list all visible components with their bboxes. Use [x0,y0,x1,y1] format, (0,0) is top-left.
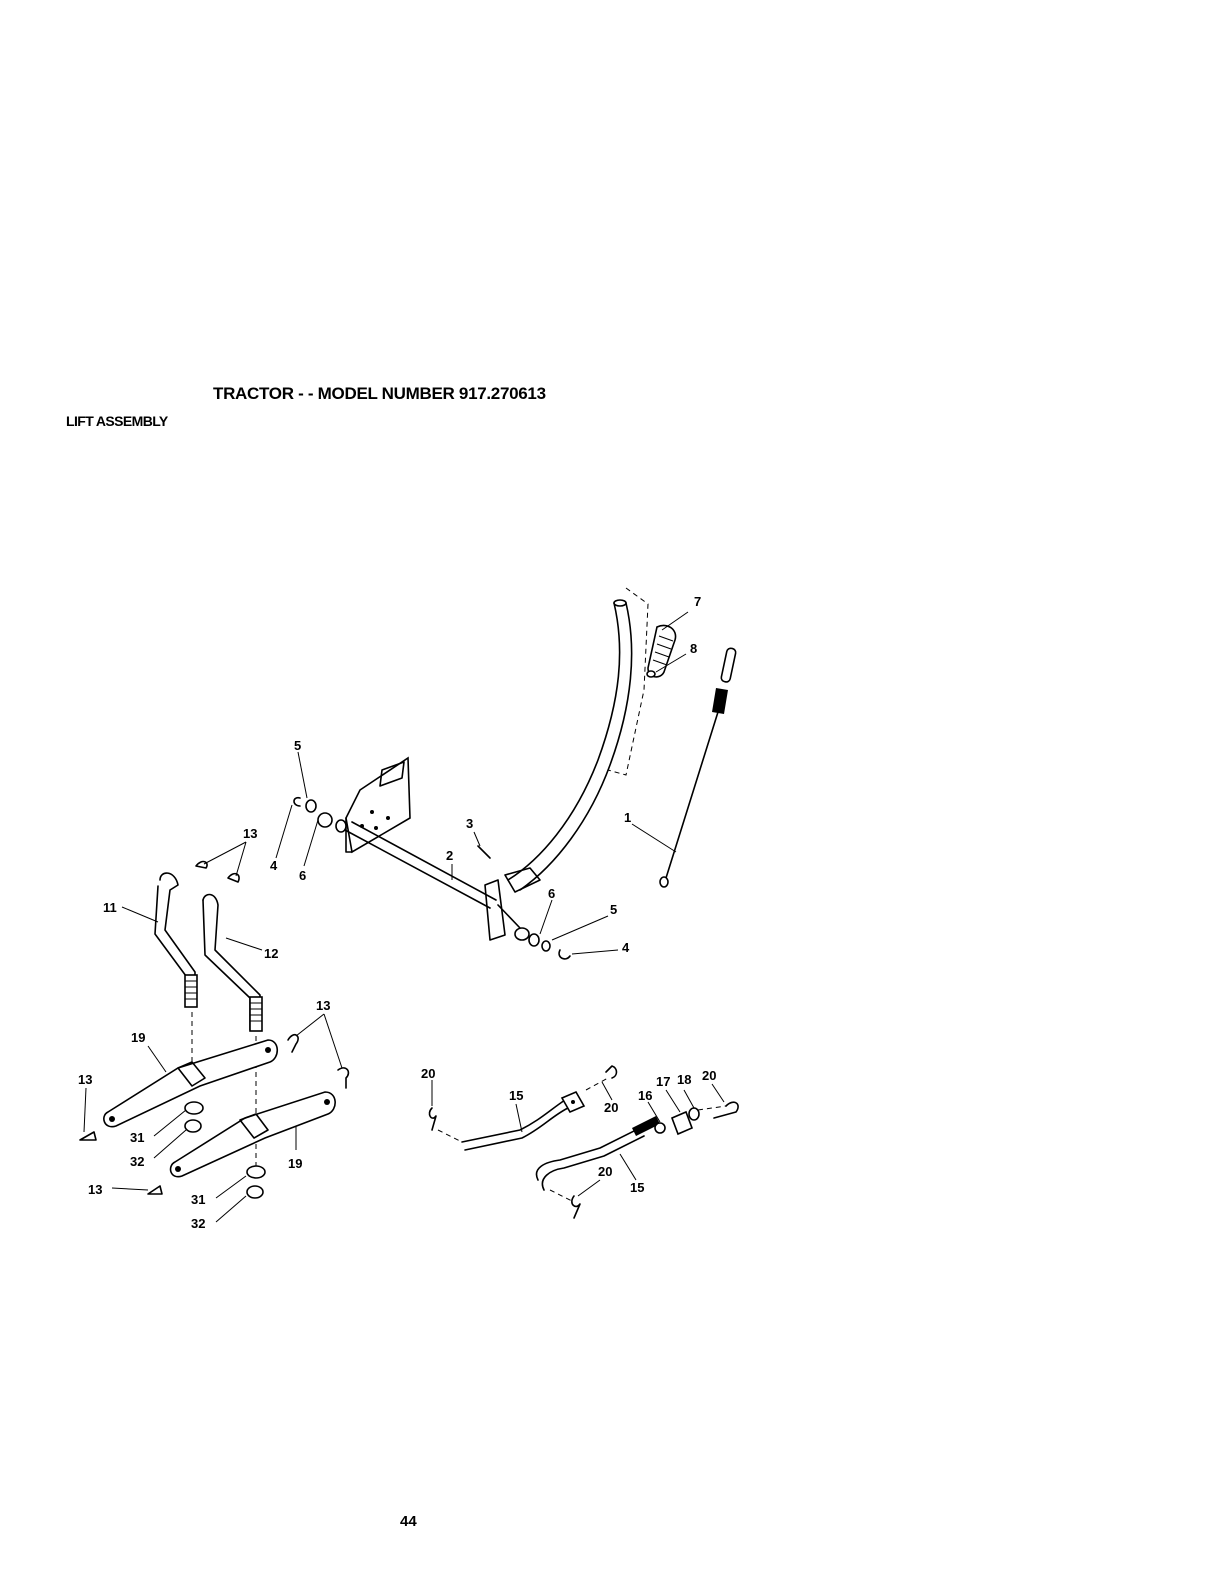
callout-20: 20 [421,1066,435,1081]
clip-upper-a [196,862,207,868]
callout-4: 4 [622,940,630,955]
grip-washer [647,671,655,677]
callout-15: 15 [509,1088,523,1103]
washer-lower [247,1166,265,1178]
clip-20-c [714,1102,738,1118]
left-shaft-hardware [294,798,346,832]
callout-12: 12 [264,946,278,961]
callout-7: 7 [694,594,701,609]
trunnion-nut [655,1123,665,1133]
callout-31: 31 [191,1192,205,1207]
callout-19: 19 [288,1156,302,1171]
callout-32: 32 [191,1216,205,1231]
callout-8: 8 [690,641,697,656]
right-shaft-hardware [515,928,570,959]
leader-lines [84,612,724,1222]
callout-11: 11 [103,900,117,915]
rod-alignment-d [550,1190,574,1202]
page-number: 44 [400,1513,417,1530]
cotter-pin [478,846,490,858]
callout-1: 1 [624,810,631,825]
callout-15: 15 [630,1180,644,1195]
callout-3: 3 [466,816,473,831]
callout-6: 6 [299,868,306,883]
handle-grip [648,625,676,676]
lift-link-right [203,895,262,1031]
callout-20: 20 [604,1100,618,1115]
callout-5: 5 [610,902,617,917]
clip-upper-b [228,874,239,882]
trunnion-washer [689,1108,699,1120]
adjustment-rod [660,648,736,887]
clip-mid-b [338,1068,348,1088]
callout-5: 5 [294,738,301,753]
callout-18: 18 [677,1072,691,1087]
clip-20-a [429,1108,436,1130]
callout-13: 13 [88,1182,102,1197]
callout-17: 17 [656,1074,670,1089]
callout-13: 13 [243,826,257,841]
callout-16: 16 [638,1088,652,1103]
callout-2: 2 [446,848,453,863]
nut-lower [247,1186,263,1198]
nut-upper [185,1120,201,1132]
clip-20-b [606,1066,617,1078]
clip-20-d [572,1196,580,1218]
callout-19: 19 [131,1030,145,1045]
callout-31: 31 [130,1130,144,1145]
clip-mid-a [288,1035,298,1052]
lift-link-left [155,873,197,1007]
rod-alignment-b [586,1078,608,1090]
washer-upper [185,1102,203,1114]
callout-20: 20 [598,1164,612,1179]
callout-4: 4 [270,858,278,873]
clip-left-a [80,1132,96,1140]
rod-alignment-a [438,1130,462,1142]
callout-32: 32 [130,1154,144,1169]
callout-13: 13 [78,1072,92,1087]
mounting-bracket [346,758,410,852]
callout-20: 20 [702,1068,716,1083]
callout-6: 6 [548,886,555,901]
lift-lever [505,600,632,892]
clip-left-b [148,1186,162,1194]
rod-alignment-c [698,1106,726,1110]
callout-13: 13 [316,998,330,1013]
